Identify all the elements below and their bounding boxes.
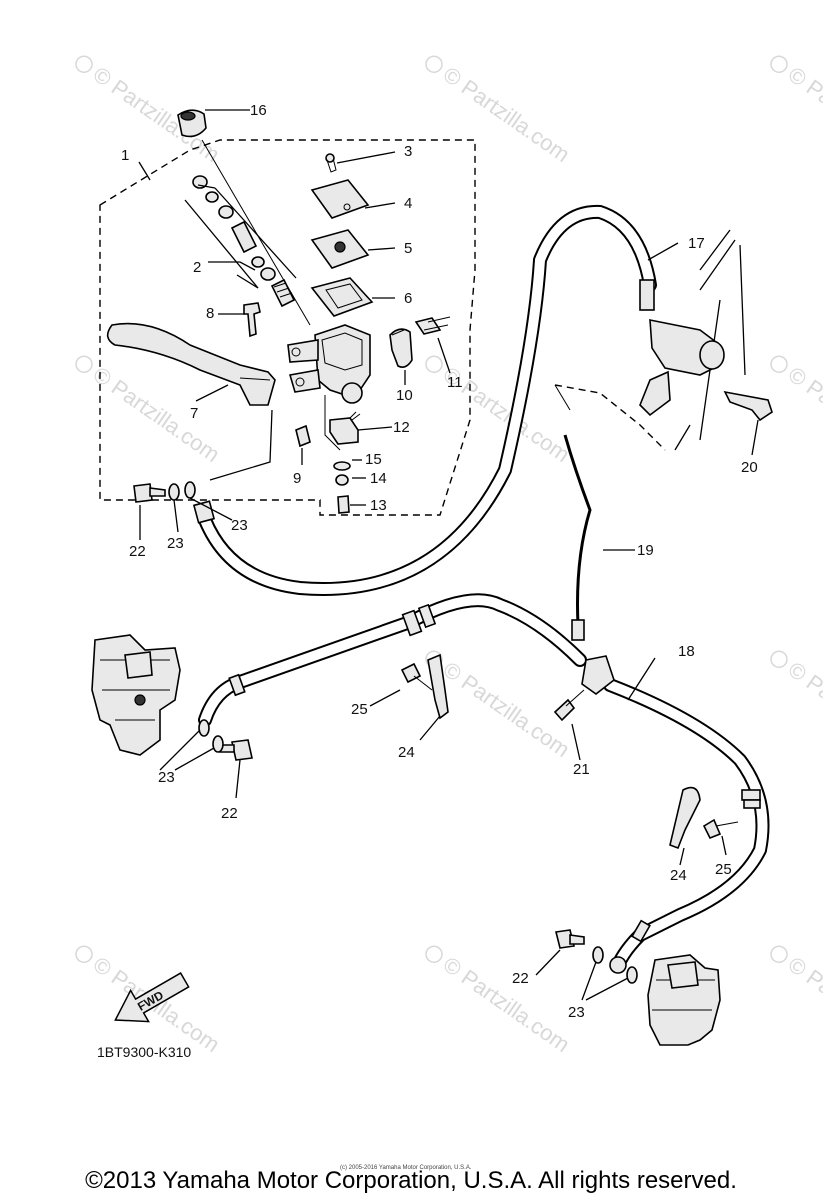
callout-3: 3 (404, 143, 412, 160)
leader-lines (138, 109, 451, 506)
washer-15 (333, 461, 351, 471)
callout-7: 7 (190, 405, 198, 422)
callout-13: 13 (370, 497, 387, 514)
callout-labels: 1 2 3 4 5 6 7 8 9 10 11 12 13 14 15 16 1… (121, 102, 758, 1021)
master-cylinder-group (106, 109, 451, 514)
callout-21: 21 (573, 761, 590, 778)
caliper-right (647, 954, 721, 1046)
callout-10: 10 (396, 387, 413, 404)
boot (295, 424, 311, 448)
brake-switch (329, 417, 359, 445)
callout-22-top: 22 (129, 543, 146, 560)
callout-2: 2 (193, 259, 201, 276)
screw-13 (337, 495, 350, 514)
clip-20 (723, 390, 773, 422)
union-bolt-top (133, 483, 153, 503)
callout-22-right: 22 (512, 970, 529, 987)
svg-text:© Partzilla.com: © Partzilla.com (439, 657, 575, 763)
watermark: © Partzilla.com (75, 55, 224, 167)
assembly-outline (99, 139, 476, 516)
callout-23-left: 23 (158, 769, 175, 786)
brake-pipe (563, 434, 592, 626)
brake-lever (106, 322, 276, 406)
caliper-left (91, 634, 181, 756)
svg-text:© Partzilla.com: © Partzilla.com (784, 657, 823, 763)
svg-text:© Partzilla.com: © Partzilla.com (439, 952, 575, 1058)
callout-5: 5 (404, 240, 412, 257)
holder-clamp (389, 328, 413, 368)
callout-6: 6 (404, 290, 412, 307)
joint-bolt (553, 698, 576, 722)
callout-24-right: 24 (670, 867, 687, 884)
watermark: © Partzilla.com (425, 55, 575, 168)
svg-text:© Partzilla.com: © Partzilla.com (439, 62, 575, 168)
svg-text:© Partzilla.com: © Partzilla.com (784, 952, 823, 1058)
leader-lines-lower (139, 242, 759, 1001)
callout-25-middle: 25 (351, 701, 368, 718)
svg-text:© Partzilla.com: © Partzilla.com (784, 62, 823, 168)
svg-text:© Partzilla.com: © Partzilla.com (89, 362, 225, 468)
copyright: ©2013 Yamaha Motor Corporation, U.S.A. A… (85, 1167, 737, 1194)
callout-17: 17 (688, 235, 705, 252)
callout-25-right: 25 (715, 861, 732, 878)
callout-23-right: 23 (568, 1004, 585, 1021)
hose-clamp-middle (427, 653, 449, 720)
callout-24-middle: 24 (398, 744, 415, 761)
brake-hoses (192, 204, 770, 972)
washer-14 (335, 474, 349, 486)
callout-1: 1 (121, 147, 129, 164)
fasteners (133, 481, 739, 984)
callout-9: 9 (293, 470, 301, 487)
clamp-bolt-right (702, 818, 722, 840)
watermark: © Partzilla.com (770, 355, 823, 468)
callout-15: 15 (365, 451, 382, 468)
caliper-mount-top (554, 229, 773, 451)
callout-23-top-a: 23 (167, 535, 184, 552)
three-way-joint (581, 655, 615, 695)
callout-18: 18 (678, 643, 695, 660)
watermark: © Partzilla.com (770, 55, 823, 168)
callout-23-top-b: 23 (231, 517, 248, 534)
callout-22-left: 22 (221, 805, 238, 822)
pivot-bolt (243, 302, 261, 338)
callout-11: 11 (447, 374, 463, 391)
reservoir-cap (310, 179, 370, 219)
svg-text:© Partzilla.com: © Partzilla.com (784, 362, 823, 468)
clamp-bolt-middle (400, 662, 422, 684)
holder-bolt (414, 317, 442, 335)
callout-8: 8 (206, 305, 214, 322)
callout-16: 16 (250, 102, 267, 119)
hose-clamp-right (669, 786, 701, 850)
diagram-code: 1BT9300-K310 (97, 1044, 191, 1060)
piston-kit (192, 175, 296, 308)
diaphragm (310, 277, 374, 317)
callout-14: 14 (370, 470, 387, 487)
watermark: © Partzilla.com (770, 650, 823, 763)
watermark: © Partzilla.com (770, 945, 823, 1058)
callout-4: 4 (404, 195, 412, 212)
callout-19: 19 (637, 542, 654, 559)
union-bolt-left (231, 739, 253, 761)
callout-20: 20 (741, 459, 758, 476)
watermark: © Partzilla.com (425, 945, 575, 1058)
callout-12: 12 (393, 419, 410, 436)
watermark: © Partzilla.com (425, 355, 574, 467)
small-notice: (c) 2005-2016 Yamaha Motor Corporation, … (340, 1165, 472, 1171)
